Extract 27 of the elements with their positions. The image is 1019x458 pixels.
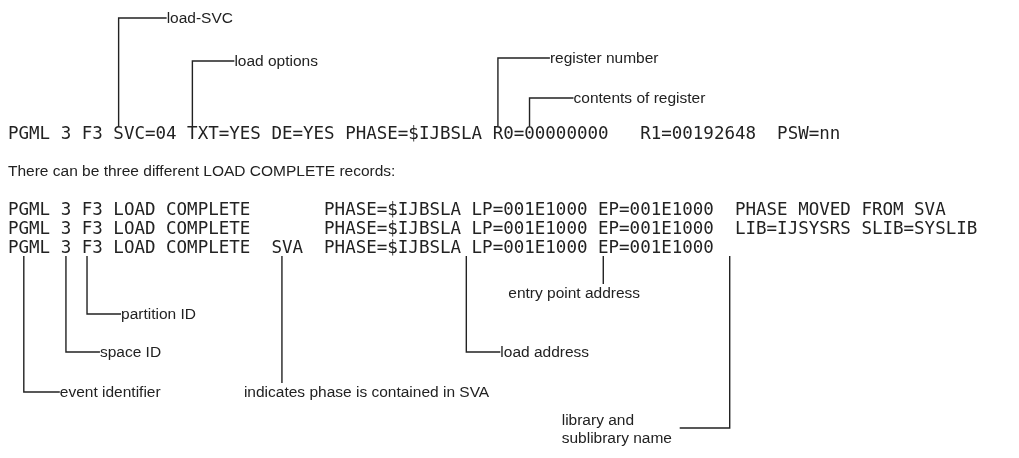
callout-label: entry point address bbox=[508, 284, 641, 302]
callout-label: partition ID bbox=[121, 305, 196, 323]
callout-label: register number bbox=[549, 49, 659, 67]
leader-line bbox=[602, 255, 604, 285]
leader-line bbox=[117, 17, 168, 127]
note-text: There can be three different LOAD COMPLETE records: bbox=[8, 162, 396, 180]
leader-line bbox=[497, 57, 551, 127]
leader-line bbox=[23, 255, 61, 393]
callout-label: load address bbox=[500, 343, 590, 361]
callout-label: library and sublibrary name bbox=[561, 411, 680, 447]
callout-label: event identifier bbox=[59, 383, 161, 401]
callout-label: load options bbox=[234, 52, 318, 70]
callout-label: space ID bbox=[99, 343, 162, 361]
log-record-line: PGML 3 F3 LOAD COMPLETE PHASE=$IJBSLA LP=001E1000 EP=001E1000 PHASE MOVED FROM SVA bbox=[8, 200, 946, 219]
callout-label: contents of register bbox=[573, 89, 706, 107]
leader-line bbox=[679, 255, 731, 429]
leader-line bbox=[191, 60, 236, 127]
callout-label: indicates phase is contained in SVA bbox=[243, 383, 490, 401]
leader-line bbox=[281, 255, 283, 384]
leader-line bbox=[86, 255, 122, 315]
leader-line bbox=[65, 255, 101, 353]
leader-line bbox=[528, 97, 575, 127]
leader-line bbox=[465, 255, 501, 353]
log-record-line: PGML 3 F3 LOAD COMPLETE PHASE=$IJBSLA LP=001E1000 EP=001E1000 LIB=IJSYSRS SLIB=SYSLIB bbox=[8, 219, 978, 238]
callout-label: load-SVC bbox=[166, 9, 233, 27]
log-record-line: PGML 3 F3 LOAD COMPLETE SVA PHASE=$IJBSLA LP=001E1000 EP=001E1000 bbox=[8, 238, 714, 257]
log-record-line: PGML 3 F3 SVC=04 TXT=YES DE=YES PHASE=$IJBSLA R0=00000000 R1=00192648 PSW=nn bbox=[8, 124, 841, 143]
